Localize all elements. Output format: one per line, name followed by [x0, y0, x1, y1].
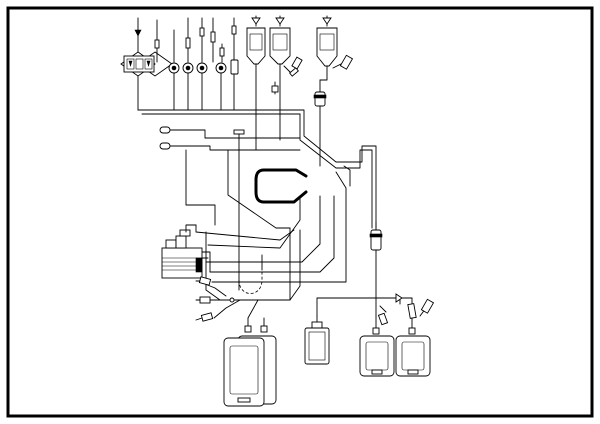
- solution-bags-top: [246, 15, 354, 145]
- collection-bag-right-2: [395, 335, 431, 377]
- rotary-valves: [168, 59, 239, 75]
- collection-bag-left-front: [223, 337, 265, 407]
- spike-line-7: [219, 43, 225, 63]
- solution-bag-2: [269, 15, 303, 141]
- clamp-top-center: [233, 129, 245, 291]
- connector-upper: [159, 126, 179, 134]
- bag-2-clamp: [271, 81, 279, 95]
- right-bag-branch: [377, 297, 435, 326]
- spike-line-6: [210, 17, 216, 63]
- spike-line-2: [154, 19, 160, 63]
- solution-bag-3: [316, 15, 354, 81]
- valve-manifold: [120, 51, 173, 77]
- spike-line-group: [120, 17, 301, 115]
- solution-bag-1: [246, 15, 266, 111]
- drip-chamber: [313, 79, 327, 145]
- outer-frame: [6, 6, 594, 418]
- spike-line-8: [231, 17, 237, 63]
- pump-assembly: [161, 224, 211, 279]
- collection-bags-left: [223, 299, 277, 407]
- distribution-header: [316, 293, 413, 317]
- spike-line-5: [199, 17, 205, 63]
- connector-tree: [195, 276, 259, 322]
- spike-line-1: [134, 17, 142, 53]
- collection-bags-right: [359, 315, 431, 377]
- tubing-network: [159, 109, 377, 301]
- heat-exchanger-coil: [254, 168, 308, 204]
- small-collection-bag: [304, 315, 330, 365]
- collection-bag-right-1: [359, 335, 395, 377]
- connector-lower: [159, 142, 179, 150]
- spike-line-4: [185, 17, 191, 63]
- filter-right: [369, 221, 383, 299]
